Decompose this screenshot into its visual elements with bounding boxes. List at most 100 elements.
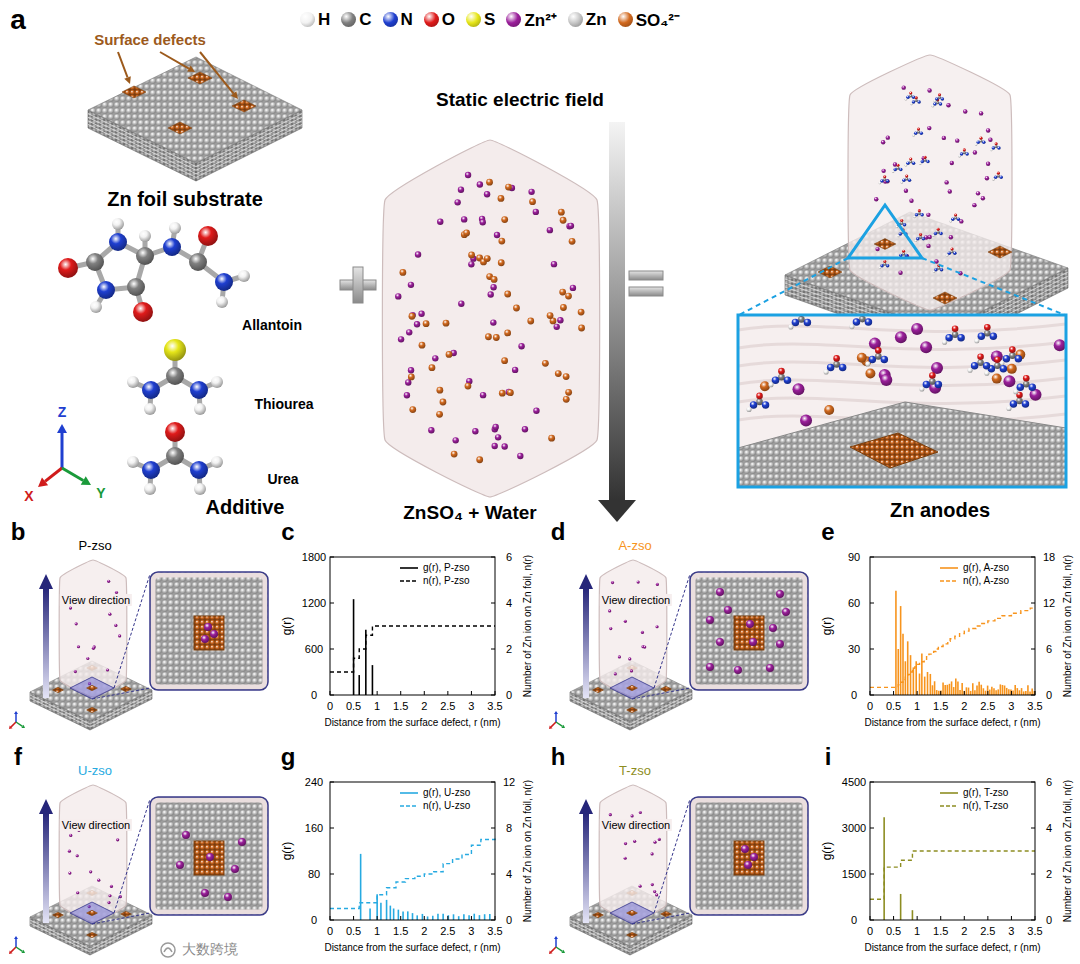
g-spike (463, 914, 465, 920)
surface-defect (627, 932, 638, 937)
atom (918, 209, 921, 212)
zn-ion (501, 443, 507, 449)
zn-ion (495, 434, 501, 440)
g-spike (365, 630, 367, 695)
legend-item: g(r), P-zso (399, 562, 470, 573)
atom (198, 226, 218, 246)
tick (424, 916, 425, 920)
atom (952, 331, 959, 338)
tick-label: 0.5 (886, 700, 901, 712)
tick (353, 691, 354, 695)
tick-label: 2.5 (440, 700, 455, 712)
legend-text: S (484, 10, 495, 30)
g-spike (957, 682, 959, 695)
legend-text: N (401, 10, 413, 30)
surface-defect (988, 246, 1012, 258)
zn-ion (637, 580, 640, 583)
tick (940, 691, 941, 695)
g-spike (987, 686, 989, 695)
zn-ion (204, 623, 212, 631)
legend-line-sample (939, 802, 959, 810)
zn-ion (493, 424, 499, 430)
plus-symbol (353, 267, 363, 303)
sulfate-ion (558, 209, 565, 216)
atom (997, 174, 1000, 177)
zn-ion (893, 162, 897, 166)
zn-ion (976, 191, 980, 195)
additive-molecule (892, 164, 903, 173)
axis-title: g(r) (821, 842, 834, 861)
axis-arrow-head (9, 950, 13, 954)
tick-label: 0.5 (346, 700, 361, 712)
atom (942, 340, 947, 345)
g-spike (970, 691, 972, 695)
zn-ion (491, 443, 497, 449)
legend-item: C (341, 10, 371, 30)
tick (870, 828, 874, 829)
surface-defect (593, 912, 604, 917)
legend-item: SO₄²⁻ (618, 8, 680, 31)
g-spike (927, 672, 929, 695)
surface-defect (850, 433, 938, 468)
tick (491, 920, 495, 921)
atom (97, 281, 115, 299)
additive-molecule (915, 233, 926, 242)
tick-label: 18 (1043, 551, 1055, 563)
zn-ion (991, 350, 1003, 362)
tick (1031, 828, 1035, 829)
surface-defect (627, 685, 638, 690)
panel-letter: h (551, 744, 566, 770)
watermark-logo (164, 948, 172, 952)
molecule-name: Allantoin (242, 318, 302, 333)
legend-item: O (424, 10, 455, 30)
atom (909, 94, 912, 97)
zn-ion (398, 336, 404, 342)
zn-ion (875, 247, 879, 251)
tick-label: 0.5 (886, 925, 901, 937)
atom (976, 141, 980, 145)
sulfate-ion (399, 269, 406, 276)
g-spike (360, 854, 362, 920)
tick-label: 1.5 (393, 700, 408, 712)
axis-arrow-head (14, 711, 18, 714)
zn-ion (776, 590, 784, 598)
zn-ion (618, 655, 621, 658)
additive-molecule (768, 368, 791, 387)
axis-arrow (15, 939, 17, 947)
atom (912, 134, 914, 136)
g-spike (944, 685, 946, 695)
g-spike (991, 687, 993, 695)
zn-ion (408, 367, 414, 373)
zn-ion (944, 180, 948, 184)
view-arrow-head (579, 574, 593, 589)
tick (917, 916, 918, 920)
sulfate-ion (440, 399, 447, 406)
zn-ion (224, 893, 232, 901)
inset-electrolyte-rim (693, 575, 805, 687)
g-spike (997, 689, 999, 695)
tick (330, 916, 331, 920)
g-spike (1004, 686, 1006, 695)
tick (1031, 920, 1035, 921)
surface-defect (627, 910, 638, 915)
sulfate-ion (504, 330, 511, 337)
atom (940, 268, 944, 272)
system-name: P-zso (78, 539, 111, 553)
zn-ion (895, 331, 907, 343)
sulfate-ion (760, 381, 770, 391)
surface-defect (87, 910, 98, 915)
zn-ion (238, 838, 246, 846)
surface-defect (121, 911, 132, 916)
zn-ion (437, 218, 443, 224)
atom (979, 139, 982, 142)
g-spike (1006, 688, 1008, 695)
axis-arrow-head (21, 950, 25, 953)
tick-label: 60 (848, 597, 860, 609)
atom (977, 353, 984, 360)
tick (495, 916, 496, 920)
atom (982, 141, 986, 145)
atom (951, 217, 955, 221)
atom-legend: HCNOSZn²⁺ZnSO₄²⁻ (300, 8, 680, 31)
legend-text: Zn (586, 10, 607, 30)
view-arrow-head (39, 799, 53, 814)
